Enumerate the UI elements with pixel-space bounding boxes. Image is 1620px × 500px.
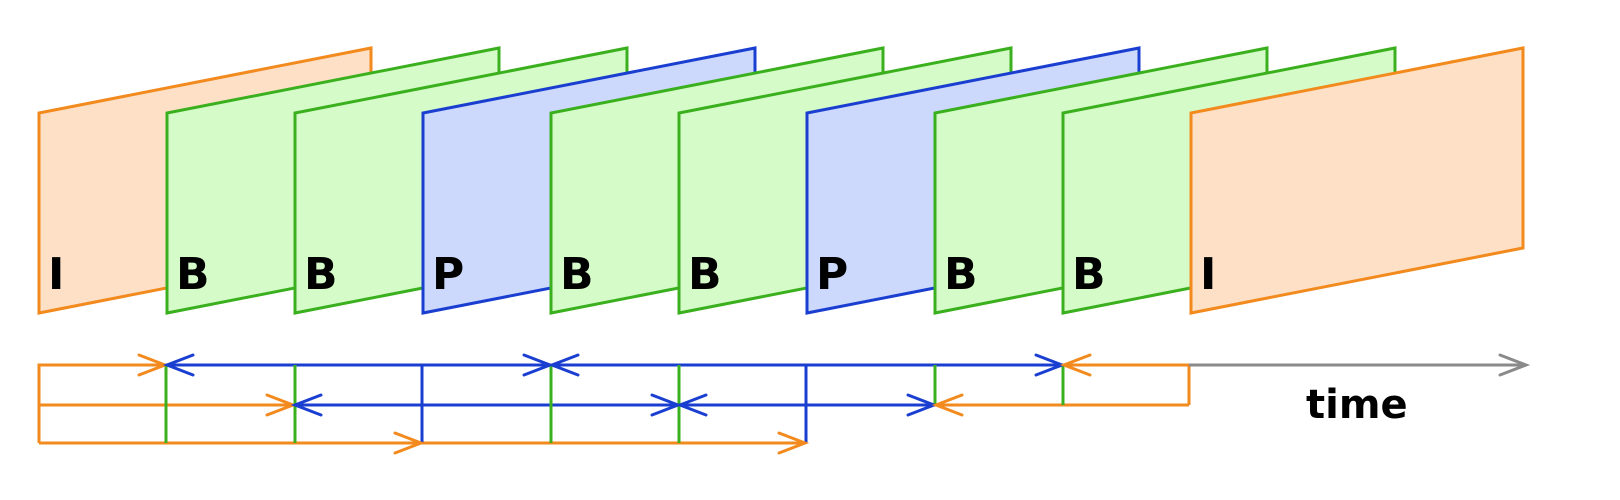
frame-type-label: P: [816, 249, 848, 300]
frame-type-label: B: [944, 249, 978, 300]
arrowhead-left: [547, 353, 580, 377]
frame-shape: [1189, 46, 1525, 315]
p-frame-references: [165, 363, 1063, 443]
frame-type-label: I: [48, 249, 64, 300]
frame-type-label: B: [1072, 249, 1106, 300]
frame-type-label: B: [304, 249, 338, 300]
arrowhead-right: [777, 431, 810, 455]
i-ref-row-1: [37, 363, 165, 443]
arrowhead-left: [931, 393, 964, 417]
arrowhead-left: [675, 393, 708, 417]
arrowhead-left: [1059, 353, 1092, 377]
frame-type-label: B: [688, 249, 722, 300]
frame-type-label: B: [176, 249, 210, 300]
arrowheads: [137, 353, 1092, 455]
arrowhead-left: [162, 353, 195, 377]
frame-type-label: P: [432, 249, 464, 300]
frame-i-10: I: [1189, 46, 1525, 315]
frame-type-label: B: [560, 249, 594, 300]
reference-lines: [37, 353, 1531, 455]
time-axis-arrowhead: [1498, 353, 1531, 377]
arrowhead-left: [290, 393, 323, 417]
arrowhead-right: [393, 431, 426, 455]
time-label: time: [1306, 382, 1408, 428]
frame-type-label: I: [1200, 249, 1216, 300]
